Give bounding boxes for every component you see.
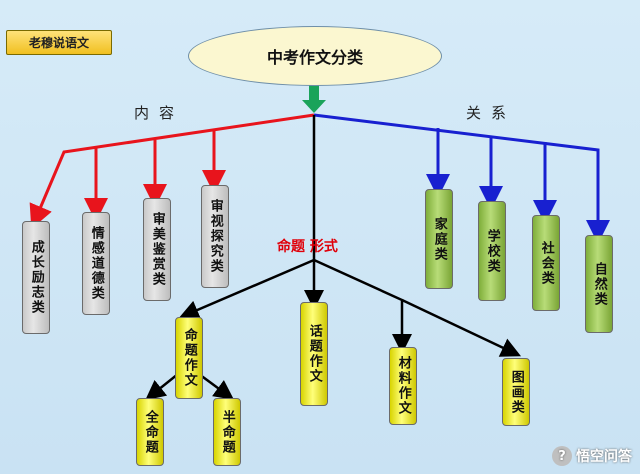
relation-item-family[interactable]: 家庭类 (425, 189, 453, 289)
question-mark-icon: ? (552, 446, 572, 466)
relation-item-nature[interactable]: 自然类 (585, 235, 613, 333)
content-branch (29, 113, 315, 230)
relation-item-society[interactable]: 社会类 (532, 215, 560, 311)
sub-item-half[interactable]: 半命题 (213, 398, 241, 466)
form-item-picture[interactable]: 图画类 (502, 358, 530, 426)
root-node[interactable]: 中考作文分类 (188, 26, 442, 86)
form-label: 命题 形式 (277, 239, 338, 255)
watermark-text: 悟空问答 (576, 449, 632, 465)
content-item-growth[interactable]: 成长励志类 (22, 221, 50, 334)
form-branch (145, 115, 522, 401)
watermark: ? 悟空问答 (552, 446, 632, 466)
relation-label: 关系 (466, 104, 517, 122)
content-item-aesthetic[interactable]: 审美鉴赏类 (143, 198, 171, 301)
relation-item-school[interactable]: 学校类 (478, 201, 506, 301)
form-item-topic[interactable]: 话题作文 (300, 302, 328, 406)
content-label: 内容 (134, 104, 185, 122)
content-item-emotion[interactable]: 情感道德类 (82, 212, 110, 315)
form-item-material[interactable]: 材料作文 (389, 347, 417, 425)
relation-branch (313, 113, 610, 244)
root-down-arrow (302, 84, 326, 113)
sub-item-full[interactable]: 全命题 (136, 398, 164, 466)
form-item-propositional[interactable]: 命题作文 (175, 317, 203, 399)
content-item-inquiry[interactable]: 审视探究类 (201, 185, 229, 288)
logo-badge: 老穆说语文 (6, 30, 112, 55)
